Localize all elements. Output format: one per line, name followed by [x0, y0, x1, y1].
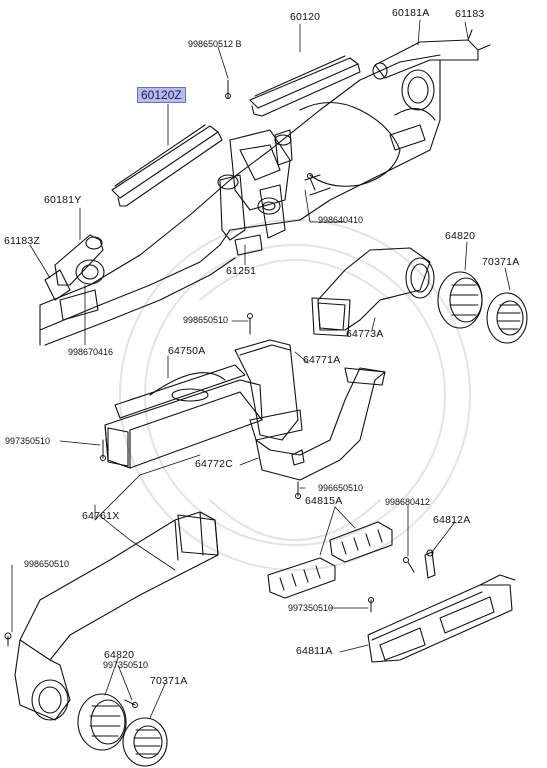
callout-70371A-top: 70371A	[482, 256, 520, 268]
callout-60181Y: 60181Y	[44, 194, 82, 206]
callout-64772C: 64772C	[195, 458, 233, 470]
callout-64761X: 64761X	[82, 510, 120, 522]
callout-64750A: 64750A	[168, 345, 206, 357]
center-ducts-61251	[217, 129, 293, 256]
duct-64773A	[311, 247, 435, 337]
callout-64820-top: 64820	[445, 230, 476, 242]
vent-assembly-bottom	[77, 693, 168, 767]
side-duct-60181A	[372, 29, 491, 80]
callout-61183Z: 61183Z	[4, 235, 41, 247]
vent-panel-64811A	[367, 574, 516, 663]
callout-998650510-a: 998650510	[183, 315, 229, 325]
side-duct-60181Y	[44, 234, 105, 301]
dashboard-panel	[39, 54, 441, 346]
callout-998650512B: 998650512 B	[188, 39, 242, 49]
callout-64820-bottom: 64820	[104, 649, 135, 661]
callout-998640410: 998640410	[318, 215, 364, 225]
watermark	[119, 219, 471, 571]
callout-997350510-b: 997350510	[288, 603, 334, 613]
duct-64771A	[234, 339, 386, 481]
callout-60120Z-highlighted[interactable]: 60120Z	[137, 87, 186, 103]
callout-997350510-c: 997350510	[103, 660, 149, 670]
callout-60120: 60120	[290, 11, 321, 23]
vent-assembly-top	[437, 271, 528, 344]
callout-64811A: 64811A	[296, 645, 333, 657]
defroster-nozzle-60120	[249, 55, 361, 117]
callout-64812A: 64812A	[433, 514, 471, 526]
center-vents-64815A	[267, 521, 393, 599]
defroster-nozzle-60120Z	[111, 124, 223, 207]
callout-61183: 61183	[455, 8, 485, 20]
callout-61251: 61251	[226, 265, 257, 277]
callout-998670416: 998670416	[68, 347, 114, 357]
callout-64773A: 64773A	[346, 328, 384, 340]
screws	[4, 79, 415, 708]
leader-lines	[11, 19, 511, 719]
callout-997350510-a: 997350510	[5, 436, 51, 446]
callout-998680412: 998680412	[385, 497, 431, 507]
callout-996650510: 996650510	[318, 483, 364, 493]
callout-998650510-b: 998650510	[24, 559, 70, 569]
callout-60181A: 60181A	[392, 7, 430, 19]
duct-64761X	[14, 511, 219, 721]
callout-64771A: 64771A	[303, 354, 341, 366]
duct-64750A	[104, 364, 263, 469]
clip-64812A	[424, 549, 436, 579]
callout-64815A: 64815A	[305, 495, 343, 507]
callout-70371A-bottom: 70371A	[150, 675, 188, 687]
